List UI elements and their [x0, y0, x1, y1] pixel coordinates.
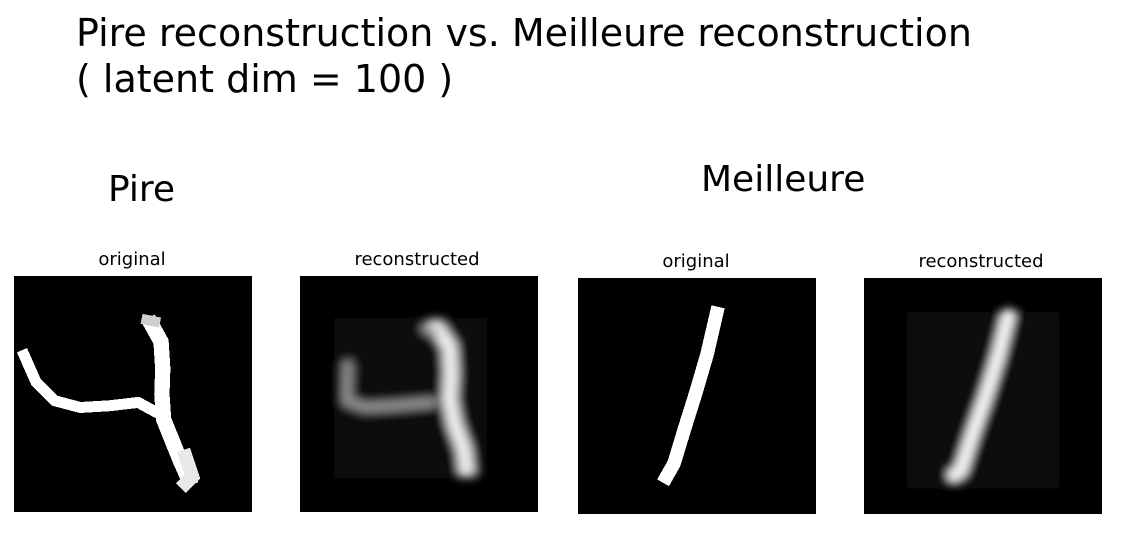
digit-image-best-original — [578, 278, 816, 514]
figure-title-line1: Pire reconstruction vs. Meilleure recons… — [76, 11, 972, 55]
group-label-best: Meilleure — [701, 159, 866, 200]
figure-title: Pire reconstruction vs. Meilleure recons… — [76, 10, 972, 102]
digit-image-worst-reconstructed — [300, 276, 538, 512]
figure-title-line2: ( latent dim = 100 ) — [76, 57, 454, 101]
digit-image-worst-original — [14, 276, 252, 512]
panel-label-best-reconstructed: reconstructed — [918, 251, 1044, 272]
panel-label-worst-original: original — [98, 249, 166, 270]
panel-label-worst-reconstructed: reconstructed — [354, 249, 480, 270]
panel-label-best-original: original — [662, 251, 730, 272]
digit-image-best-reconstructed — [864, 278, 1102, 514]
group-label-worst: Pire — [108, 169, 176, 210]
